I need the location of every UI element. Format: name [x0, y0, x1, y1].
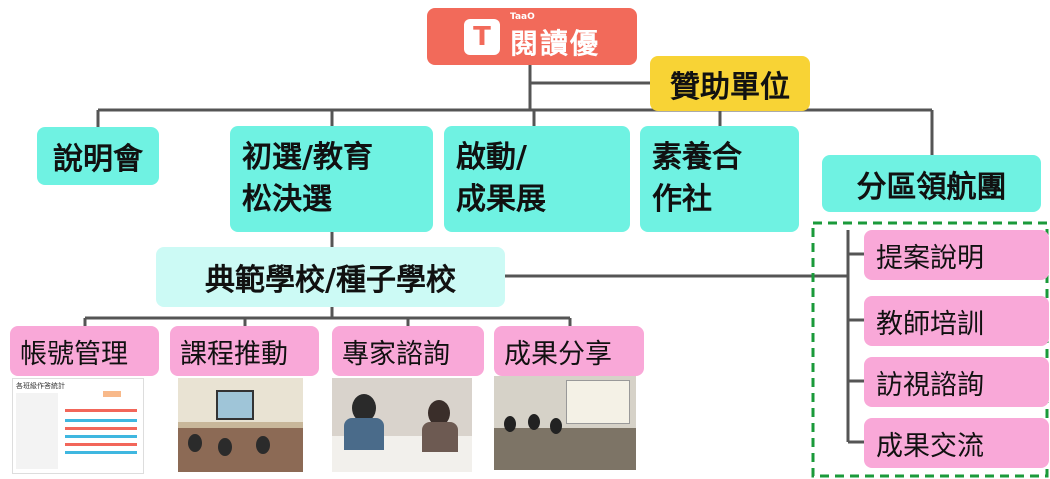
regional-item-visit: 訪視諮詢: [864, 357, 1049, 407]
selection-label: 初選/教育 松決選: [242, 140, 373, 217]
regional-item-exchange: 成果交流: [864, 418, 1049, 468]
logo-box: T TaaO 閱讀優: [427, 8, 637, 65]
selection-box: 初選/教育 松決選: [230, 126, 433, 232]
sponsor-label: 贊助單位: [670, 69, 790, 105]
regional-box: 分區領航團: [822, 155, 1041, 212]
share-photo: [494, 376, 636, 470]
regional-item-label: 訪視諮詢: [876, 369, 984, 401]
school-item-label: 帳號管理: [20, 338, 128, 370]
schools-label: 典範學校/種子學校: [205, 263, 456, 298]
school-item-course: 課程推動: [170, 326, 319, 376]
school-item-label: 專家諮詢: [342, 338, 450, 370]
literacy-box: 素養合 作社: [640, 126, 799, 232]
sponsor-box: 贊助單位: [650, 56, 810, 111]
regional-label: 分區領航團: [856, 169, 1007, 205]
launch-box: 啟動/ 成果展: [444, 126, 630, 232]
briefing-box: 說明會: [37, 127, 159, 185]
regional-item-label: 成果交流: [876, 430, 984, 462]
school-item-expert: 專家諮詢: [332, 326, 484, 376]
logo-name: 閱讀優: [509, 26, 600, 60]
briefing-label: 說明會: [53, 142, 143, 177]
regional-item-training: 教師培訓: [864, 296, 1049, 346]
logo-icon: T: [463, 18, 500, 55]
school-item-share: 成果分享: [494, 326, 644, 376]
school-item-label: 課程推動: [180, 338, 288, 370]
course-photo: [178, 378, 303, 472]
logo-small-text: TaaO: [509, 11, 535, 22]
launch-label: 啟動/ 成果展: [456, 140, 546, 217]
regional-dashed-frame: [811, 221, 1049, 478]
account-screenshot: 各班級作答統計: [12, 378, 144, 474]
expert-photo: [332, 378, 472, 472]
schools-box: 典範學校/種子學校: [156, 247, 505, 307]
regional-item-proposal: 提案說明: [864, 230, 1049, 280]
regional-item-label: 教師培訓: [876, 308, 984, 340]
school-item-label: 成果分享: [504, 338, 612, 370]
literacy-label: 素養合 作社: [652, 140, 742, 217]
school-item-account: 帳號管理: [10, 326, 159, 376]
regional-item-label: 提案說明: [876, 242, 984, 274]
screenshot-title: 各班級作答統計: [16, 382, 65, 390]
